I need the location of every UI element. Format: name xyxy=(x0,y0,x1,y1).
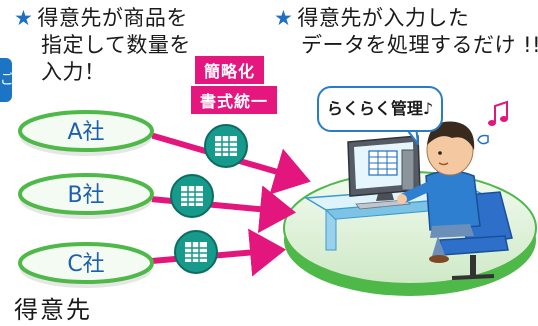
company-pill-a xyxy=(18,110,154,156)
spreadsheet-icon xyxy=(170,174,214,218)
music-note-icon xyxy=(488,100,508,126)
spreadsheet-icon xyxy=(204,124,248,168)
tag-format-unify: 書式統一 xyxy=(191,86,278,114)
left-note-line-3: 入力！ xyxy=(41,60,106,84)
speech-bubble: らくらく管理♪ xyxy=(317,86,443,132)
right-note: ★得意先が入力した データを処理するだけ !! xyxy=(274,5,538,59)
left-note-line-1: ★得意先が商品を xyxy=(14,6,188,30)
arrow-b xyxy=(139,185,296,234)
computer-monitor-icon xyxy=(347,135,421,210)
left-note-line-2: 指定して数量を xyxy=(41,33,191,57)
tag-simplify: 簡略化 xyxy=(195,56,265,84)
company-label-b: B社 xyxy=(67,183,104,208)
left-note: ★得意先が商品を 指定して数量を 入力！ xyxy=(14,5,191,86)
customers-label: 得意先 xyxy=(14,296,92,324)
company-pill-c xyxy=(18,242,154,288)
star-icon: ★ xyxy=(14,6,34,30)
company-label-a: A社 xyxy=(67,120,104,145)
right-note-line-2: データを処理するだけ !! xyxy=(301,33,538,57)
right-note-line-1: ★得意先が入力した xyxy=(274,6,470,30)
person-at-desk-illustration xyxy=(397,121,513,280)
side-tab: ご xyxy=(0,58,14,102)
star-icon: ★ xyxy=(274,6,294,30)
company-pill-b xyxy=(18,173,154,219)
company-label-c: C社 xyxy=(67,252,104,277)
spreadsheet-icon xyxy=(174,230,218,274)
